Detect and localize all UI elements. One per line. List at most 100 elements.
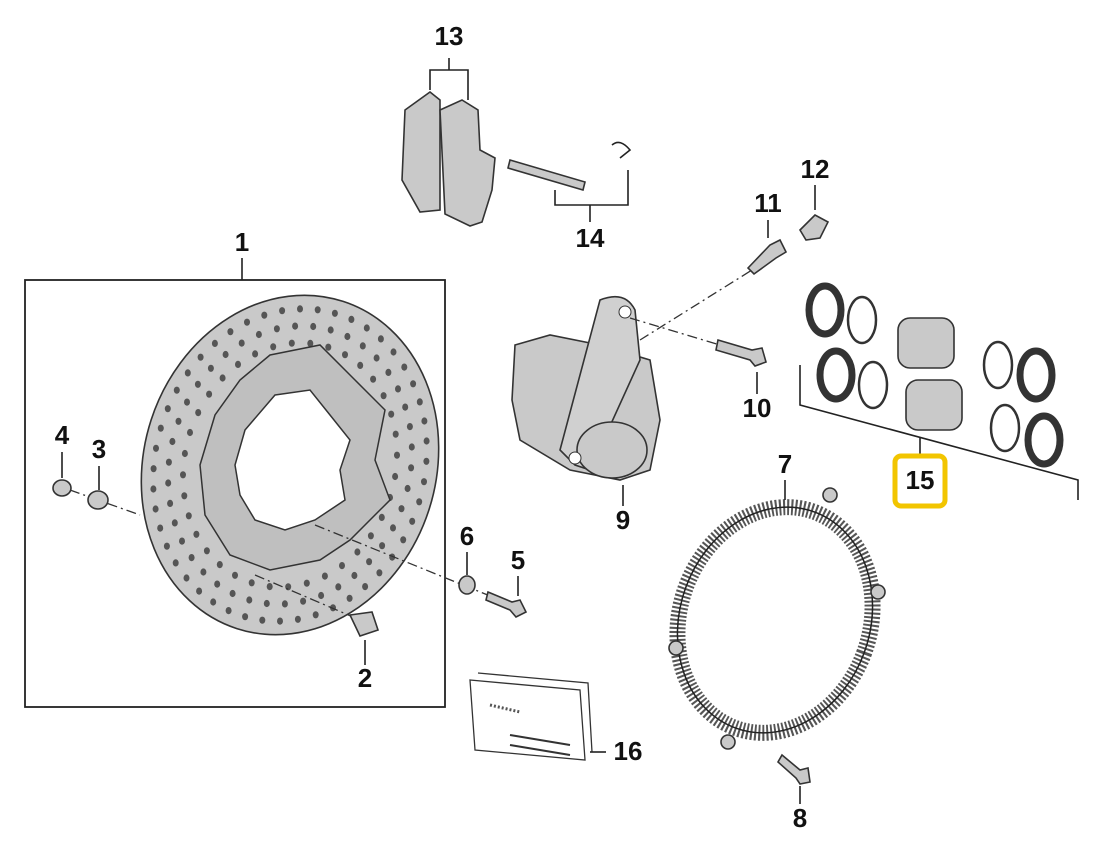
disc-hole (410, 380, 417, 388)
brake-disc[interactable] (98, 256, 482, 673)
disc-hole (307, 339, 314, 347)
callout-1: 1 (235, 227, 249, 257)
nut-2[interactable] (348, 611, 380, 637)
disc-hole (200, 568, 207, 576)
disc-hole (277, 617, 283, 625)
disc-hole (157, 524, 164, 532)
disc-hole (377, 335, 384, 343)
disc-hole (207, 364, 214, 372)
disc-hole (167, 499, 174, 507)
disc-hole (229, 589, 236, 598)
disc-hole (402, 403, 409, 411)
disc-hole (409, 517, 416, 525)
disc-hole (188, 554, 195, 562)
caliper-seal-kit[interactable] (805, 282, 1064, 468)
disc-hole (342, 351, 348, 359)
disc-hole (314, 306, 321, 314)
bleeder-cap-12[interactable] (798, 214, 830, 241)
callout-2: 2 (358, 663, 372, 693)
disc-hole (248, 579, 255, 587)
pad-pin[interactable] (507, 158, 586, 192)
disc-hole (163, 542, 170, 550)
disc-hole (203, 547, 210, 555)
disc-hole (255, 330, 262, 339)
disc-hole (398, 505, 405, 513)
callout-14: 14 (576, 223, 605, 253)
disc-hole (288, 339, 295, 347)
disc-hole (165, 458, 172, 466)
disc-hole (339, 562, 345, 570)
disc-hole (171, 519, 178, 527)
disc-hole (346, 594, 353, 602)
disc-hole (193, 530, 200, 538)
disc-hole (348, 315, 355, 323)
disc-hole (406, 423, 413, 431)
disc-hole (172, 559, 179, 567)
washer-4[interactable] (52, 479, 72, 497)
bleeder-screw-11[interactable] (746, 238, 788, 276)
disc-hole (235, 360, 241, 368)
callout-13: 13 (435, 21, 464, 51)
disc-hole (244, 318, 250, 326)
disc-hole (210, 598, 217, 606)
disc-hole (404, 484, 411, 493)
disc-hole (197, 353, 204, 361)
disc-hole (222, 350, 229, 359)
disc-hole (266, 583, 273, 591)
disc-hole (180, 471, 186, 479)
disc-hole (181, 492, 188, 500)
callout-15[interactable]: 15 (906, 465, 935, 495)
disc-hole (184, 369, 191, 377)
disc-hole (185, 512, 192, 520)
disc-hole (331, 309, 338, 317)
washer-3[interactable] (87, 490, 109, 510)
disc-hole (300, 597, 307, 605)
disc-hole (153, 444, 159, 452)
disc-hole (367, 532, 374, 540)
disc-hole (285, 583, 292, 591)
disc-hole (421, 478, 427, 486)
callout-11: 11 (754, 188, 782, 218)
bolt-10[interactable] (715, 338, 767, 367)
abs-sensor-ring[interactable] (646, 479, 903, 760)
disc-hole (196, 587, 203, 595)
callout-3: 3 (92, 434, 106, 464)
disc-hole (242, 613, 249, 621)
disc-hole (379, 542, 386, 550)
disc-hole (416, 398, 423, 406)
disc-hole (351, 571, 358, 580)
disc-hole (297, 305, 303, 313)
brake-caliper[interactable] (511, 295, 661, 481)
disc-hole (380, 392, 387, 400)
disc-hole (214, 580, 221, 588)
disc-hole (227, 328, 234, 336)
disc-hole (238, 339, 245, 347)
disc-hole (395, 385, 401, 393)
disc-hole (232, 571, 238, 579)
bolt-5[interactable] (485, 590, 528, 618)
disc-hole (270, 343, 277, 351)
disc-hole (194, 380, 201, 388)
disc-hole (325, 343, 332, 351)
disc-hole (261, 311, 268, 319)
instruction-leaflet[interactable] (469, 672, 593, 761)
disc-hole (416, 498, 423, 506)
bolt-8[interactable] (776, 753, 811, 785)
disc-hole (390, 348, 397, 356)
disc-hole (388, 410, 395, 418)
washer-6[interactable] (458, 575, 476, 595)
disc-hole (183, 574, 190, 582)
disc-hole (321, 572, 328, 580)
brake-pads[interactable] (401, 90, 496, 227)
disc-hole (423, 457, 430, 465)
disc-hole (165, 479, 172, 487)
disc-hole (175, 417, 182, 425)
pad-spring-clip[interactable] (611, 141, 632, 159)
disc-hole (357, 361, 364, 369)
disc-hole (303, 579, 310, 587)
disc-hole (400, 536, 407, 544)
disc-hole (279, 307, 286, 315)
disc-hole (401, 363, 408, 371)
disc-hole (394, 451, 400, 459)
